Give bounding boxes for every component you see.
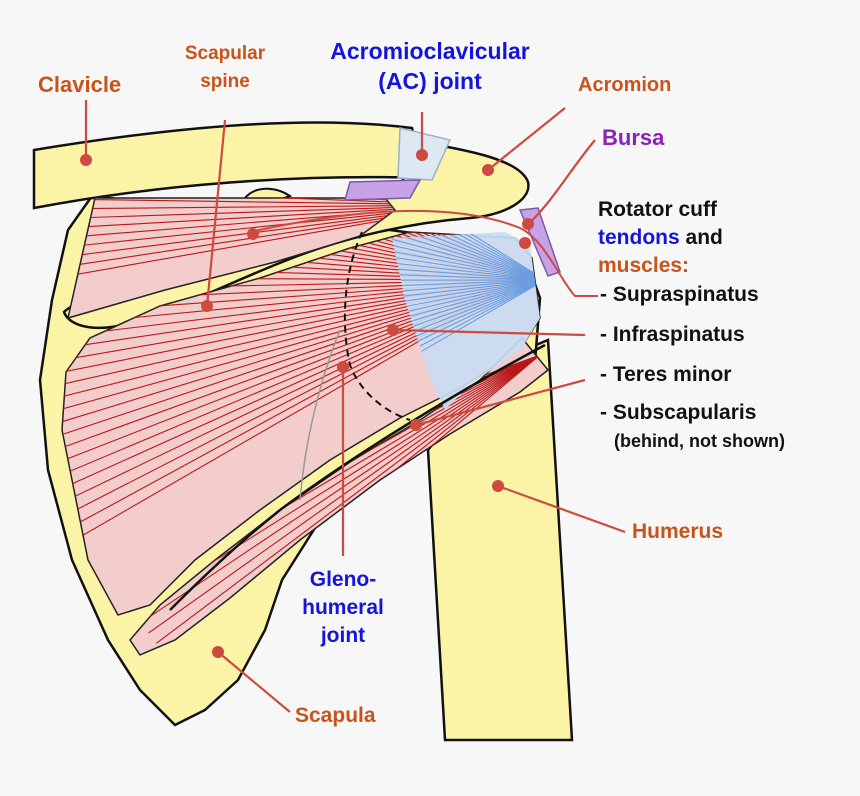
infraspinatus-dot	[387, 324, 399, 336]
tendon-fiber	[392, 279, 540, 289]
glenohumeral-label: Gleno- humeral joint	[288, 566, 398, 650]
tendon-fiber	[392, 232, 540, 281]
tendon-fiber	[392, 279, 540, 347]
tendon-fiber	[392, 232, 540, 281]
legend-item-teres-minor: - Teres minor	[600, 363, 732, 386]
tendon-fiber	[392, 232, 540, 281]
tendon-fiber	[392, 279, 540, 326]
teres-minor-fiber	[155, 354, 541, 644]
legend-item-infraspinatus: - Infraspinatus	[600, 323, 745, 346]
tendon-fiber	[392, 279, 540, 318]
tendons-word: tendons	[598, 226, 680, 249]
tendon-fiber	[392, 232, 540, 281]
teres-minor-fiber	[148, 354, 541, 634]
glenohumeral-label-line3: joint	[320, 624, 366, 647]
clavicle-dot	[80, 154, 92, 166]
scapular-spine-label-line2: spine	[200, 71, 250, 92]
tendon-fiber	[392, 279, 540, 311]
tendon-fiber	[392, 279, 540, 340]
and-word: and	[685, 226, 723, 249]
scapular-spine-label-line1: Scapular	[184, 43, 266, 64]
bursa-dot	[522, 218, 534, 230]
acromion-dot	[482, 164, 494, 176]
subscapularis-note: (behind, not shown)	[614, 431, 785, 451]
ac-joint-label-line1: Acromioclavicular	[330, 38, 530, 64]
scapula-dot	[212, 646, 224, 658]
glenohumeral-label-line2: humeral	[302, 596, 384, 619]
legend-item-supraspinatus: - Supraspinatus	[600, 283, 759, 306]
infraspinatus-fiber	[62, 232, 526, 281]
muscles-word: muscles:	[598, 254, 690, 277]
acromion-label: Acromion	[578, 74, 672, 96]
tendon-fiber	[392, 235, 540, 281]
scapular-spine-label: Scapular spine	[170, 40, 280, 96]
rotator-cuff-heading-line2: tendons and	[598, 224, 723, 252]
glenohumeral-joint-outline	[343, 231, 411, 421]
tendon-fiber	[392, 272, 540, 281]
tendon-fiber	[392, 279, 540, 296]
tendon-fiber	[392, 232, 540, 281]
ac-joint-dot	[416, 149, 428, 161]
legend-item-subscapularis: - Subscapularis	[600, 401, 757, 424]
teres-minor-fiber	[141, 354, 541, 623]
tendon-fiber	[392, 257, 540, 281]
rotator-cuff-heading: Rotator cuff	[598, 198, 717, 221]
tendon-fiber	[392, 279, 540, 333]
scapular-spine-dot	[201, 300, 213, 312]
supraspinatus-tendon-line	[249, 209, 598, 297]
bursa-label: Bursa	[602, 125, 665, 150]
tendon-fiber	[392, 232, 540, 281]
glenoid-faint-outline	[299, 329, 341, 501]
tendon-fiber	[392, 279, 540, 354]
clavicle-label: Clavicle	[38, 72, 122, 97]
humerus-label: Humerus	[632, 520, 724, 543]
tendon-fiber	[392, 264, 540, 281]
rotator-cuff-legend: Rotator cuff tendons and muscles:	[598, 196, 723, 280]
humerus-dot	[492, 480, 504, 492]
tendon-fiber	[392, 232, 540, 281]
ac-joint-label: Acromioclavicular (AC) joint	[310, 36, 550, 96]
glenohumeral-dot	[337, 361, 349, 373]
tendon-fiber	[392, 249, 540, 281]
teres-minor-dot	[410, 419, 422, 431]
supraspinatus-dot	[247, 228, 259, 240]
tendon-fiber	[392, 242, 540, 281]
scapula-label: Scapula	[295, 704, 376, 727]
glenohumeral-label-line1: Gleno-	[309, 568, 377, 591]
subacromial-bursa-left	[344, 179, 422, 201]
pointer-lines	[84, 100, 626, 713]
tendon-fiber	[392, 232, 540, 281]
tendon-fibers	[392, 232, 540, 381]
ac-joint-label-line2: (AC) joint	[378, 68, 482, 94]
supraspinatus-tendon-dot	[519, 237, 531, 249]
tendon-fiber	[392, 279, 540, 304]
pointer-dots	[80, 149, 534, 658]
